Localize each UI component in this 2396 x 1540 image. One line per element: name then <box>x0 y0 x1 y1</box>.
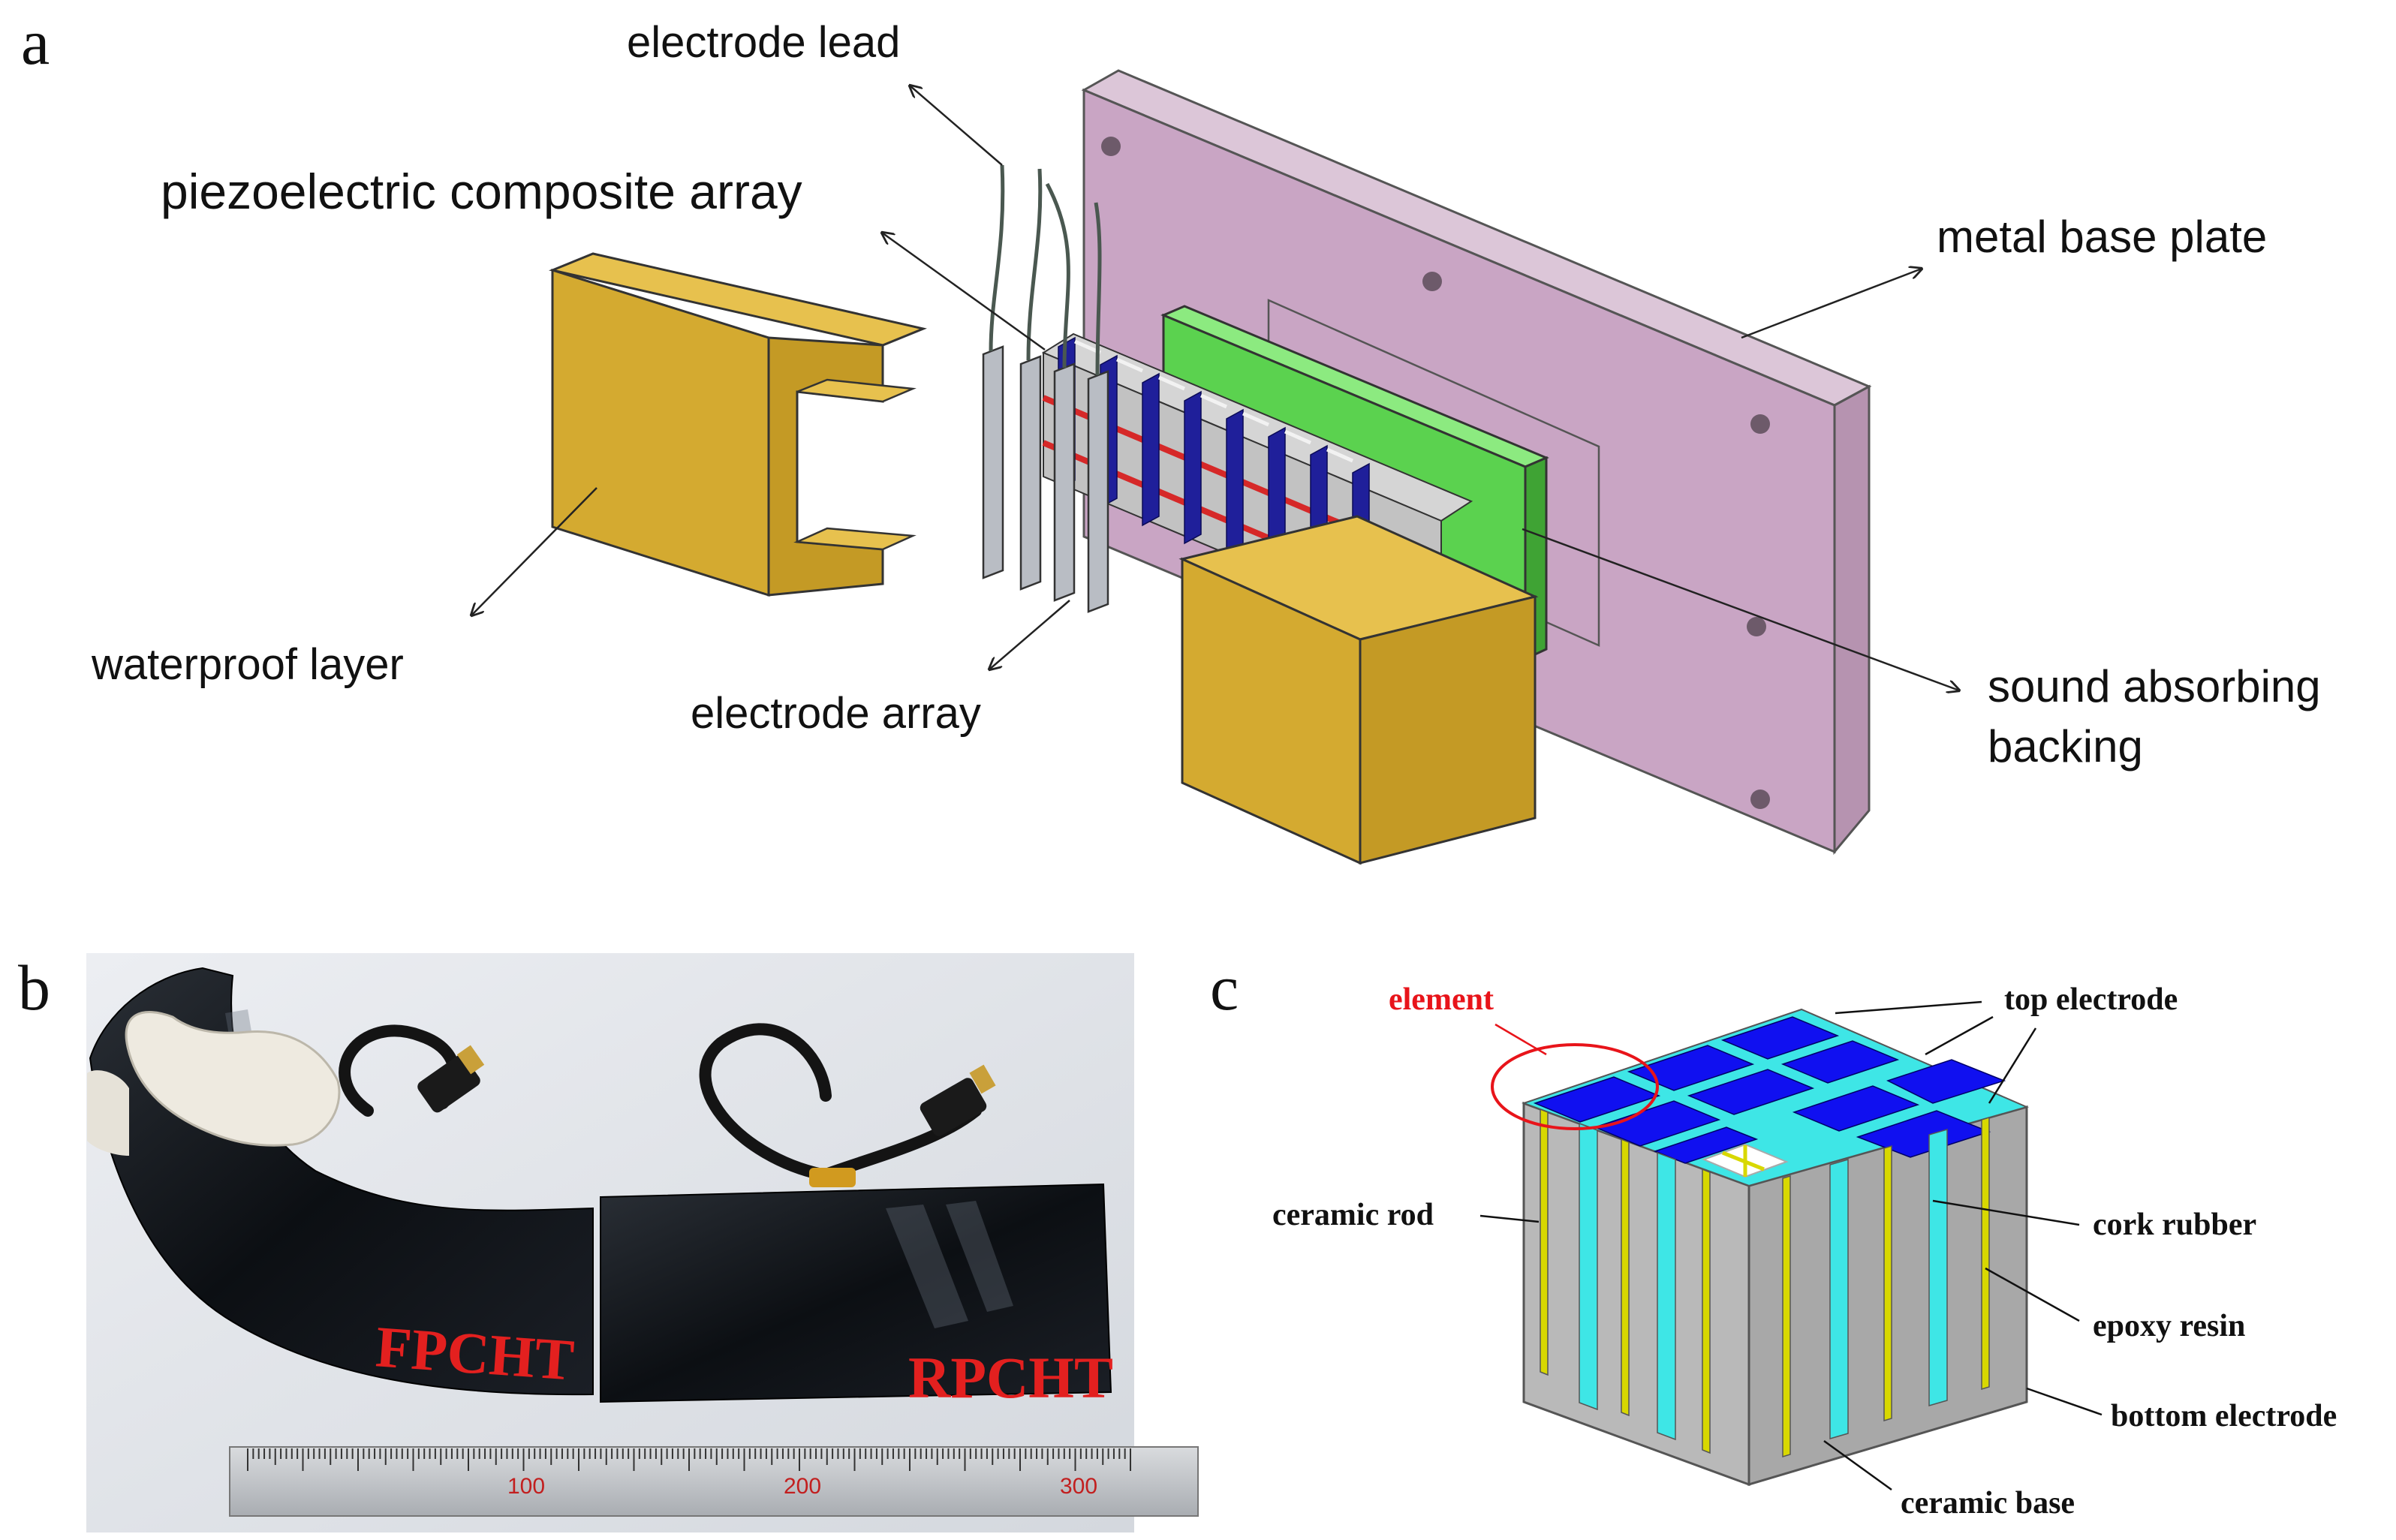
label-ceramic-rod: ceramic rod <box>1272 1198 1434 1232</box>
label-epoxy-resin: epoxy resin <box>2093 1309 2245 1343</box>
label-metal-base-plate: metal base plate <box>1937 212 2267 262</box>
panel-letter-b: b <box>18 952 50 1024</box>
left-face-rods <box>1540 1108 1711 1454</box>
label-piezoelectric-composite-array: piezoelectric composite array <box>161 164 802 219</box>
panel-b: b FPCHT RPCHT <box>18 952 1199 1532</box>
label-ceramic-base: ceramic base <box>1901 1486 2075 1520</box>
right-face-rods <box>1782 1116 1990 1458</box>
label-electrode-lead: electrode lead <box>627 18 900 67</box>
label-bottom-electrode: bottom electrode <box>2111 1399 2337 1433</box>
top-electrode-pads <box>1533 1016 2006 1164</box>
electrode-array <box>982 345 1109 613</box>
glove-cuff <box>87 1070 129 1156</box>
label-waterproof-layer: waterproof layer <box>91 640 404 689</box>
label-element: element <box>1389 982 1494 1017</box>
panel-c: c <box>1210 952 2337 1520</box>
glove <box>125 1011 341 1147</box>
label-sound-absorbing: sound absorbing <box>1988 661 2321 711</box>
label-cork-rubber: cork rubber <box>2093 1208 2256 1242</box>
label-fpcht: FPCHT <box>374 1313 576 1392</box>
cutaway-grid <box>1722 1145 1765 1177</box>
panel-a: a <box>21 6 2321 865</box>
ruler-mark-100: 100 <box>507 1474 545 1499</box>
waterproof-layer <box>549 252 927 597</box>
connectors <box>417 1045 996 1187</box>
label-rpcht: RPCHT <box>908 1345 1113 1410</box>
panel-a-leaders <box>471 86 1959 690</box>
ruler-mark-200: 200 <box>784 1474 821 1499</box>
panel-c-leaders <box>1479 1000 2103 1491</box>
front-block <box>1178 515 1539 865</box>
element-highlight-ring <box>1491 1043 1659 1130</box>
panel-letter-a: a <box>21 6 50 78</box>
rigid-transducer <box>600 1183 1112 1403</box>
panel-letter-c: c <box>1210 952 1239 1024</box>
label-backing: backing <box>1988 721 2143 772</box>
label-top-electrode: top electrode <box>2004 982 2178 1017</box>
steel-ruler: 100 200 300 <box>229 1446 1199 1517</box>
ruler-mark-300: 300 <box>1060 1474 1097 1499</box>
electrode-leads <box>989 164 1102 376</box>
label-electrode-array: electrode array <box>691 689 981 738</box>
